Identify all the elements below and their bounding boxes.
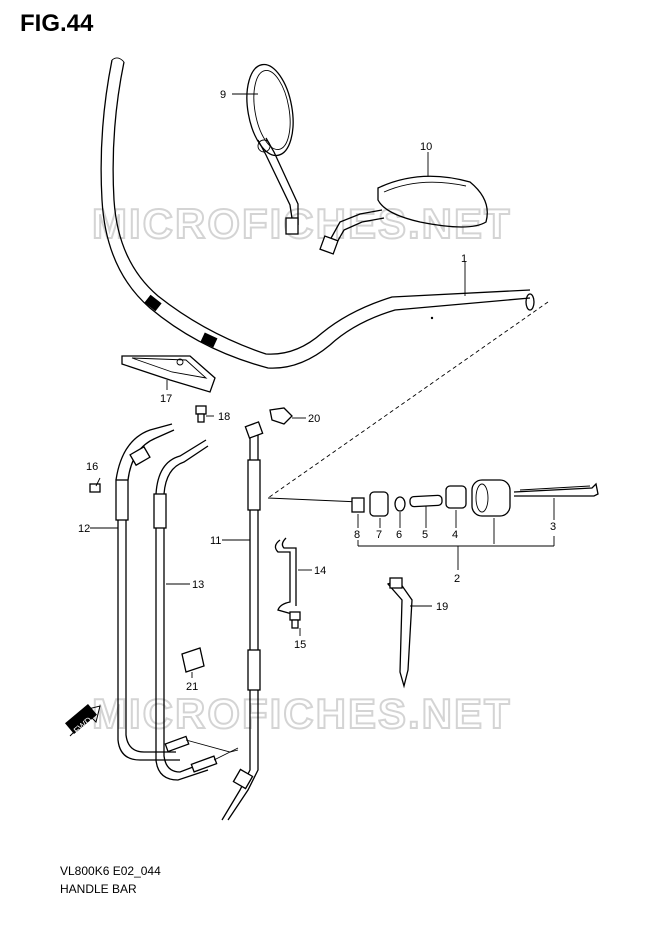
callout-11: 11: [210, 535, 221, 547]
callout-17: 17: [160, 393, 172, 405]
callout-16: 16: [86, 461, 98, 473]
callout-14: 14: [314, 565, 326, 577]
callout-18: 18: [218, 411, 230, 423]
throttle-cables: [115, 423, 239, 781]
callout-9: 9: [220, 89, 226, 101]
watermark-top: MICROFICHES.NET: [92, 200, 512, 247]
label-21: [181, 647, 205, 673]
figure-name: HANDLE BAR: [60, 882, 137, 896]
cable-guide-bracket: [121, 355, 216, 393]
bar-end-assembly: [351, 479, 599, 517]
callout-21: 21: [186, 681, 198, 693]
screw-16: [89, 483, 101, 493]
callout-3: 3: [550, 521, 556, 533]
clamp-20: [269, 407, 293, 425]
callout-20: 20: [308, 413, 320, 425]
clamp-14: [274, 537, 297, 615]
figure-title: FIG.44: [20, 10, 94, 37]
handlebar: [100, 57, 535, 369]
callout-8: 8: [354, 529, 360, 541]
callout-13: 13: [192, 579, 204, 591]
bolt-18: [195, 405, 207, 423]
callout-6: 6: [396, 529, 402, 541]
clutch-cable: [221, 421, 264, 821]
callout-7: 7: [376, 529, 382, 541]
callout-12: 12: [78, 523, 90, 535]
callout-4: 4: [452, 529, 458, 541]
callout-19: 19: [436, 601, 448, 613]
callout-5: 5: [422, 529, 428, 541]
screw-15: [289, 611, 301, 629]
callout-15: 15: [294, 639, 306, 651]
watermark-bottom: MICROFICHES.NET: [92, 690, 512, 737]
leader-lines: [90, 93, 555, 678]
callout-10: 10: [420, 141, 432, 153]
right-mirror: [319, 175, 488, 255]
left-mirror: [246, 63, 299, 235]
callout-2: 2: [454, 573, 460, 585]
cable-band-19: [386, 577, 413, 689]
callout-1: 1: [461, 253, 467, 265]
figure-code: VL800K6 E02_044: [60, 864, 161, 878]
